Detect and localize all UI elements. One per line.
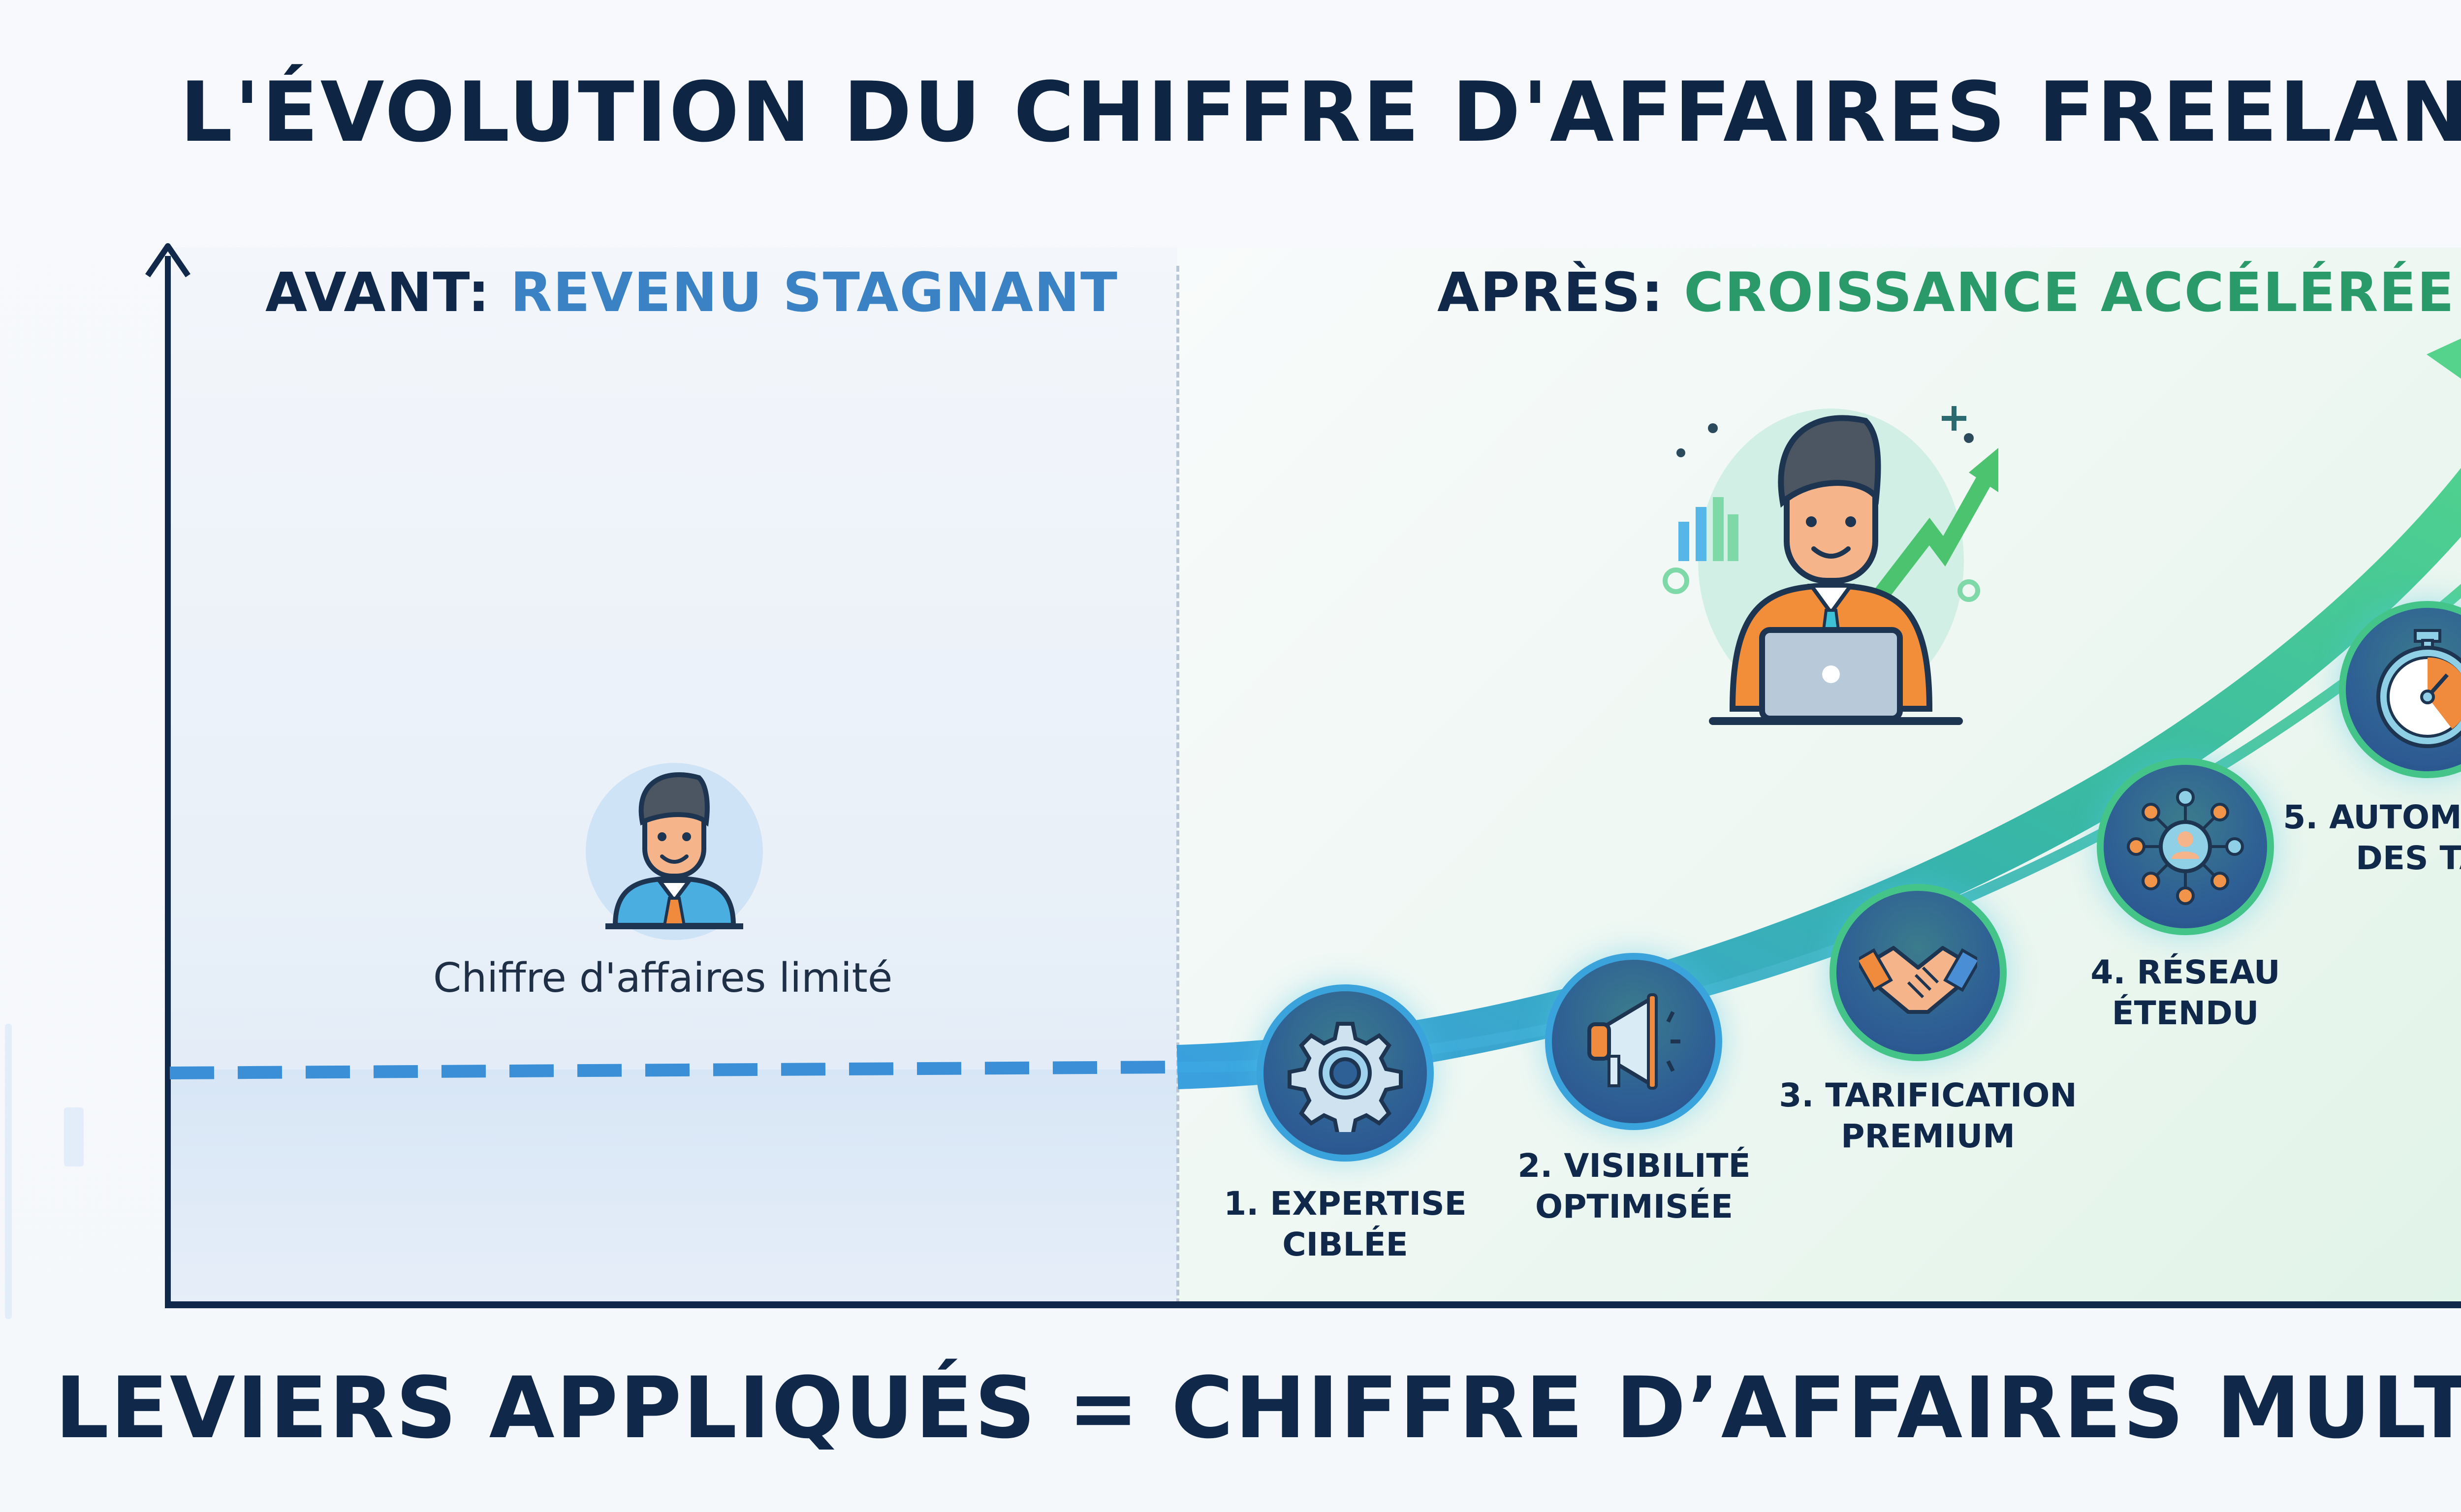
after-label: APRÈS: CROISSANCE ACCÉLÉRÉE [1437,261,2455,324]
lever-1-line2: CIBLÉE [1282,1225,1408,1263]
page-title: L'ÉVOLUTION DU CHIFFRE D'AFFAIRES FREELA… [180,64,2461,160]
megaphone-icon [1587,993,1680,1090]
lever-1-label: 1. EXPERTISE CIBLÉE [1124,1184,1567,1265]
growth-arrowhead [2427,338,2461,379]
before-person-illustration [581,758,768,945]
after-prefix: APRÈS: [1437,261,1664,324]
handshake-icon [1859,946,1977,1014]
lever-5-label: 5. AUTOMATISATION DES TÂCHES [2247,797,2461,879]
network-icon [2127,788,2244,905]
lever-3-circle [1830,884,2007,1061]
lever-2-line1: 2. VISIBILITÉ [1517,1147,1751,1185]
before-label: AVANT: REVENU STAGNANT [265,261,1118,324]
lever-1-line1: 1. EXPERTISE [1224,1185,1467,1223]
before-caption: Chiffre d'affaires limité [433,955,893,1002]
decor-left-bars [5,1024,12,1319]
before-title: REVENU STAGNANT [510,261,1119,324]
lever-4-line2: ÉTENDU [2112,994,2259,1032]
after-person-illustration [1654,374,2008,728]
growth-arrow [1176,468,2461,1089]
lever-5-line2: DES TÂCHES [2356,839,2461,877]
decor-left-bars [64,1107,84,1166]
lever-4-line1: 4. RÉSEAU [2090,953,2280,991]
lever-3-line1: 3. TARIFICATION [1779,1076,2077,1114]
lever-1-circle [1257,984,1434,1162]
person-laptop-growth-icon [1663,406,1998,725]
lever-4-label: 4. RÉSEAU ÉTENDU [1964,952,2407,1034]
lever-2-label: 2. VISIBILITÉ OPTIMISÉE [1413,1146,1856,1227]
after-title: CROISSANCE ACCÉLÉRÉE [1684,261,2455,324]
stagnant-line [169,1061,1178,1079]
section-divider [1176,266,1179,1304]
y-axis [145,243,190,1305]
lever-2-line2: OPTIMISÉE [1535,1187,1733,1226]
gear-icon [1288,1022,1403,1132]
before-baseline-area [168,1070,1177,1305]
before-prefix: AVANT: [265,261,491,324]
lever-3-line2: PREMIUM [1841,1117,2015,1155]
bottom-caption: LEVIERS APPLIQUÉS = CHIFFRE D’AFFAIRES M… [55,1358,2461,1457]
stopwatch-icon [2376,629,2461,748]
lever-2-circle [1545,953,1722,1130]
person-icon [586,763,763,940]
lever-5-line1: 5. AUTOMATISATION [2283,798,2461,836]
x-axis [165,1301,2461,1308]
lever-3-label: 3. TARIFICATION PREMIUM [1706,1075,2149,1157]
